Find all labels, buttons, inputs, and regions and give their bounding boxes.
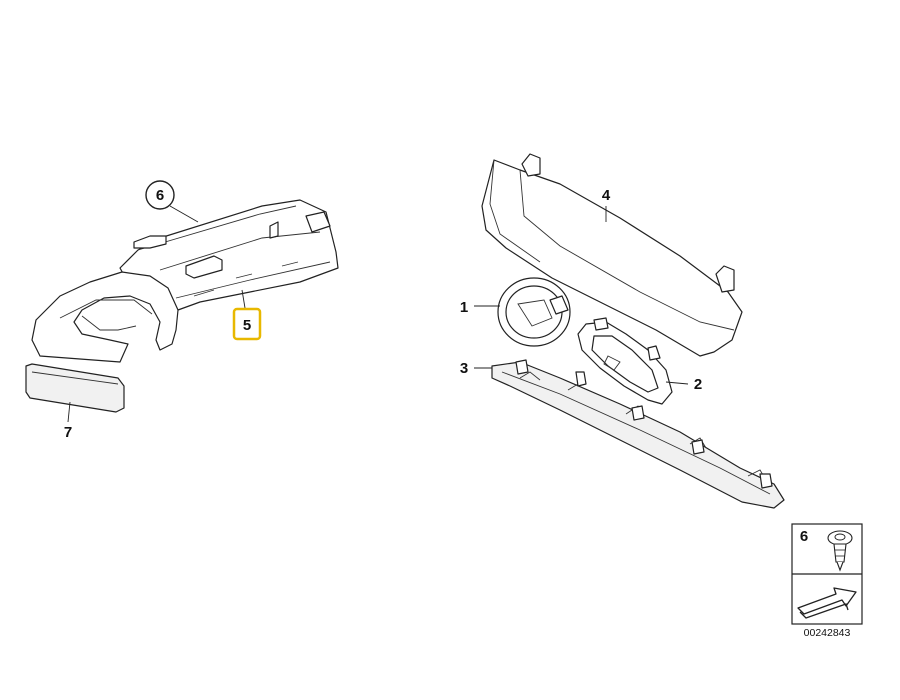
svg-text:1: 1 <box>460 299 468 316</box>
legend-number: 6 <box>800 528 808 545</box>
svg-text:7: 7 <box>64 424 72 441</box>
svg-text:6: 6 <box>156 187 164 204</box>
callout-3[interactable]: 3 <box>460 360 468 377</box>
arrow-icon <box>797 587 857 619</box>
cup-holder-assembly[interactable] <box>25 199 339 413</box>
callout-7[interactable]: 7 <box>64 424 72 441</box>
ring-part-1[interactable] <box>497 277 571 347</box>
callout-1[interactable]: 1 <box>460 299 468 316</box>
cover-piece-7 <box>25 363 125 413</box>
svg-text:3: 3 <box>460 360 468 377</box>
screw-icon <box>827 530 853 572</box>
callout-5-highlighted[interactable]: 5 <box>232 307 262 341</box>
svg-text:2: 2 <box>694 376 702 393</box>
base-plate-3[interactable] <box>491 359 785 509</box>
handle-bar-4[interactable] <box>481 153 743 357</box>
callout-2[interactable]: 2 <box>694 376 702 393</box>
callout-4[interactable]: 4 <box>602 187 611 204</box>
diagram-id: 00242843 <box>804 627 851 639</box>
svg-text:5: 5 <box>243 317 251 334</box>
callout-6[interactable]: 6 <box>145 180 175 210</box>
legend-box: 6 <box>791 523 863 625</box>
svg-text:4: 4 <box>602 187 611 204</box>
leader-lines <box>67 205 689 423</box>
frame-part-2[interactable] <box>577 317 673 405</box>
